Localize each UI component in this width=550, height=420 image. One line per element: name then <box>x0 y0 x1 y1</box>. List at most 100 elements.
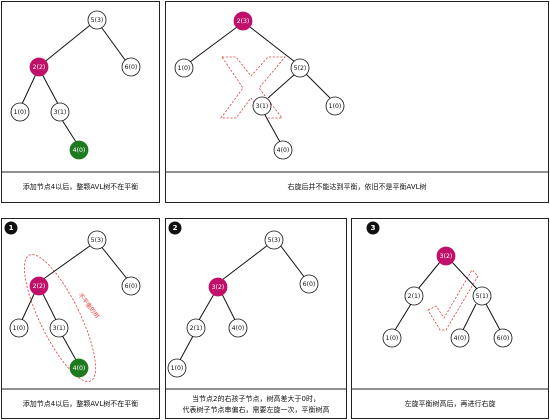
edge <box>279 244 306 279</box>
edge <box>189 26 238 63</box>
svg-text:4(0): 4(0) <box>232 325 245 332</box>
step-badge: 1 <box>4 221 18 235</box>
edge <box>305 73 331 99</box>
edge <box>98 23 129 65</box>
tree-node: 4(0) <box>69 140 89 160</box>
tree-node: 4(0) <box>69 358 89 378</box>
panel-1-caption: 添加节点4以后，整颗AVL树不在平衡 <box>23 182 138 191</box>
svg-text:2(1): 2(1) <box>190 325 203 332</box>
edge <box>462 303 477 331</box>
svg-text:5(1): 5(1) <box>476 293 489 300</box>
svg-text:3: 3 <box>371 224 376 232</box>
tree-node: 6(0) <box>299 274 319 294</box>
tree-node: 1(0) <box>325 96 345 116</box>
svg-text:3(1): 3(1) <box>53 325 66 332</box>
svg-text:1(0): 1(0) <box>329 103 342 110</box>
svg-text:3(2): 3(2) <box>212 284 225 291</box>
panel-5: 3 3(2) 2(1) 5(1) 1(0) 4(0) 6(0) 左旋平衡树高后，… <box>351 218 549 419</box>
svg-text:5(2): 5(2) <box>294 65 307 72</box>
edge <box>394 303 412 331</box>
panel-1-frame <box>1 1 160 203</box>
tree-node: 5(3) <box>264 230 284 250</box>
panel-3-caption: 添加节点4以后，整颗AVL树不在平衡 <box>23 399 138 408</box>
tree-node: 6(0) <box>121 57 141 77</box>
edge <box>267 73 296 99</box>
svg-text:2(3): 2(3) <box>237 18 250 25</box>
svg-text:2(2): 2(2) <box>33 64 46 71</box>
svg-text:3(1): 3(1) <box>54 109 67 116</box>
tree-node: 5(3) <box>87 230 107 250</box>
edge <box>221 244 269 281</box>
edge <box>249 26 296 63</box>
svg-text:6(0): 6(0) <box>497 335 510 342</box>
panel-4-frame <box>165 218 347 419</box>
panel-5-caption: 左旋平衡树高后，再进行右旋 <box>405 399 496 408</box>
svg-text:6(0): 6(0) <box>303 281 316 288</box>
panel-4-caption-line2: 代表树子节点串偏右，需要左旋一次，平衡树高 <box>183 405 330 414</box>
tree-node: 2(3) <box>233 11 253 31</box>
tree-node: 5(2) <box>290 58 310 78</box>
step-badge: 2 <box>168 221 182 235</box>
svg-text:1(0): 1(0) <box>171 365 184 372</box>
panel-3: 1 不平衡的树 5(3) 2(2) 6(0) 1(0) 3(1) 4(0) 添加… <box>1 218 160 419</box>
svg-text:3(2): 3(2) <box>440 253 453 260</box>
edge <box>99 244 129 281</box>
tree-node: 4(0) <box>450 328 470 348</box>
tree-node: 1(0) <box>10 102 30 122</box>
svg-text:1(0): 1(0) <box>14 109 27 116</box>
tree-node: 1(0) <box>167 358 187 378</box>
panel-1: 5(3) 2(2) 6(0) 1(0) 3(1) 4(0) 添加节点4以后，整颗… <box>1 1 160 203</box>
svg-text:2(2): 2(2) <box>33 283 46 290</box>
svg-text:6(0): 6(0) <box>125 64 138 71</box>
tree-node: 6(0) <box>493 328 513 348</box>
edge <box>264 114 281 143</box>
svg-text:2: 2 <box>173 224 178 232</box>
edge <box>198 293 215 321</box>
tree-node: 1(0) <box>9 318 29 338</box>
edge <box>417 261 441 290</box>
unbalanced-subtree-outline <box>24 254 96 382</box>
svg-text:2(1): 2(1) <box>408 293 421 300</box>
cross-mark <box>220 56 286 119</box>
panel-2-frame <box>165 1 549 203</box>
svg-text:5(3): 5(3) <box>91 17 104 24</box>
edge <box>21 73 37 105</box>
panel-4-caption-line1: 当节点2的右孩子节点，树高差大于0时， <box>192 394 320 403</box>
edge <box>61 119 77 143</box>
svg-text:4(0): 4(0) <box>277 147 290 154</box>
panel-2-caption: 右旋后并不能达到平衡，依旧不是平衡AVL树 <box>287 182 426 191</box>
tree-node: 2(1) <box>186 318 206 338</box>
tree-node: 4(0) <box>228 318 248 338</box>
svg-text:5(3): 5(3) <box>91 237 104 244</box>
edge <box>179 335 194 361</box>
svg-text:1(0): 1(0) <box>178 65 191 72</box>
edge <box>41 291 57 321</box>
tree-node: 3(2) <box>436 246 456 266</box>
tree-node: 3(1) <box>49 318 69 338</box>
svg-text:1(0): 1(0) <box>386 335 399 342</box>
tree-node: 2(1) <box>404 286 424 306</box>
svg-text:3(1): 3(1) <box>256 103 269 110</box>
svg-text:1(0): 1(0) <box>13 325 26 332</box>
edge <box>41 21 95 65</box>
panel-4: 2 5(3) 3(2) 6(0) 2(1) 4(0) 1(0) 当节点2的右孩子… <box>165 218 347 419</box>
svg-text:4(0): 4(0) <box>73 365 86 372</box>
tree-node: 4(0) <box>273 140 293 160</box>
panel-2: 2(3) 1(0) 5(2) 3(1) 1(0) 4(0) 右旋后并不能达到平衡… <box>165 1 549 203</box>
tree-node: 2(2) <box>29 57 49 77</box>
tree-node: 5(3) <box>87 10 107 30</box>
tree-node: 1(0) <box>174 58 194 78</box>
tree-node: 5(1) <box>472 286 492 306</box>
step-badge: 3 <box>366 221 380 235</box>
svg-text:6(0): 6(0) <box>125 283 138 290</box>
edge <box>61 334 77 361</box>
tree-node: 6(0) <box>121 276 141 296</box>
edge <box>451 261 478 290</box>
edge <box>485 303 501 331</box>
tree-node: 1(0) <box>382 328 402 348</box>
svg-text:1: 1 <box>9 224 14 232</box>
tree-node: 3(2) <box>208 277 228 297</box>
edge <box>41 73 59 105</box>
tree-node: 3(1) <box>252 96 272 116</box>
